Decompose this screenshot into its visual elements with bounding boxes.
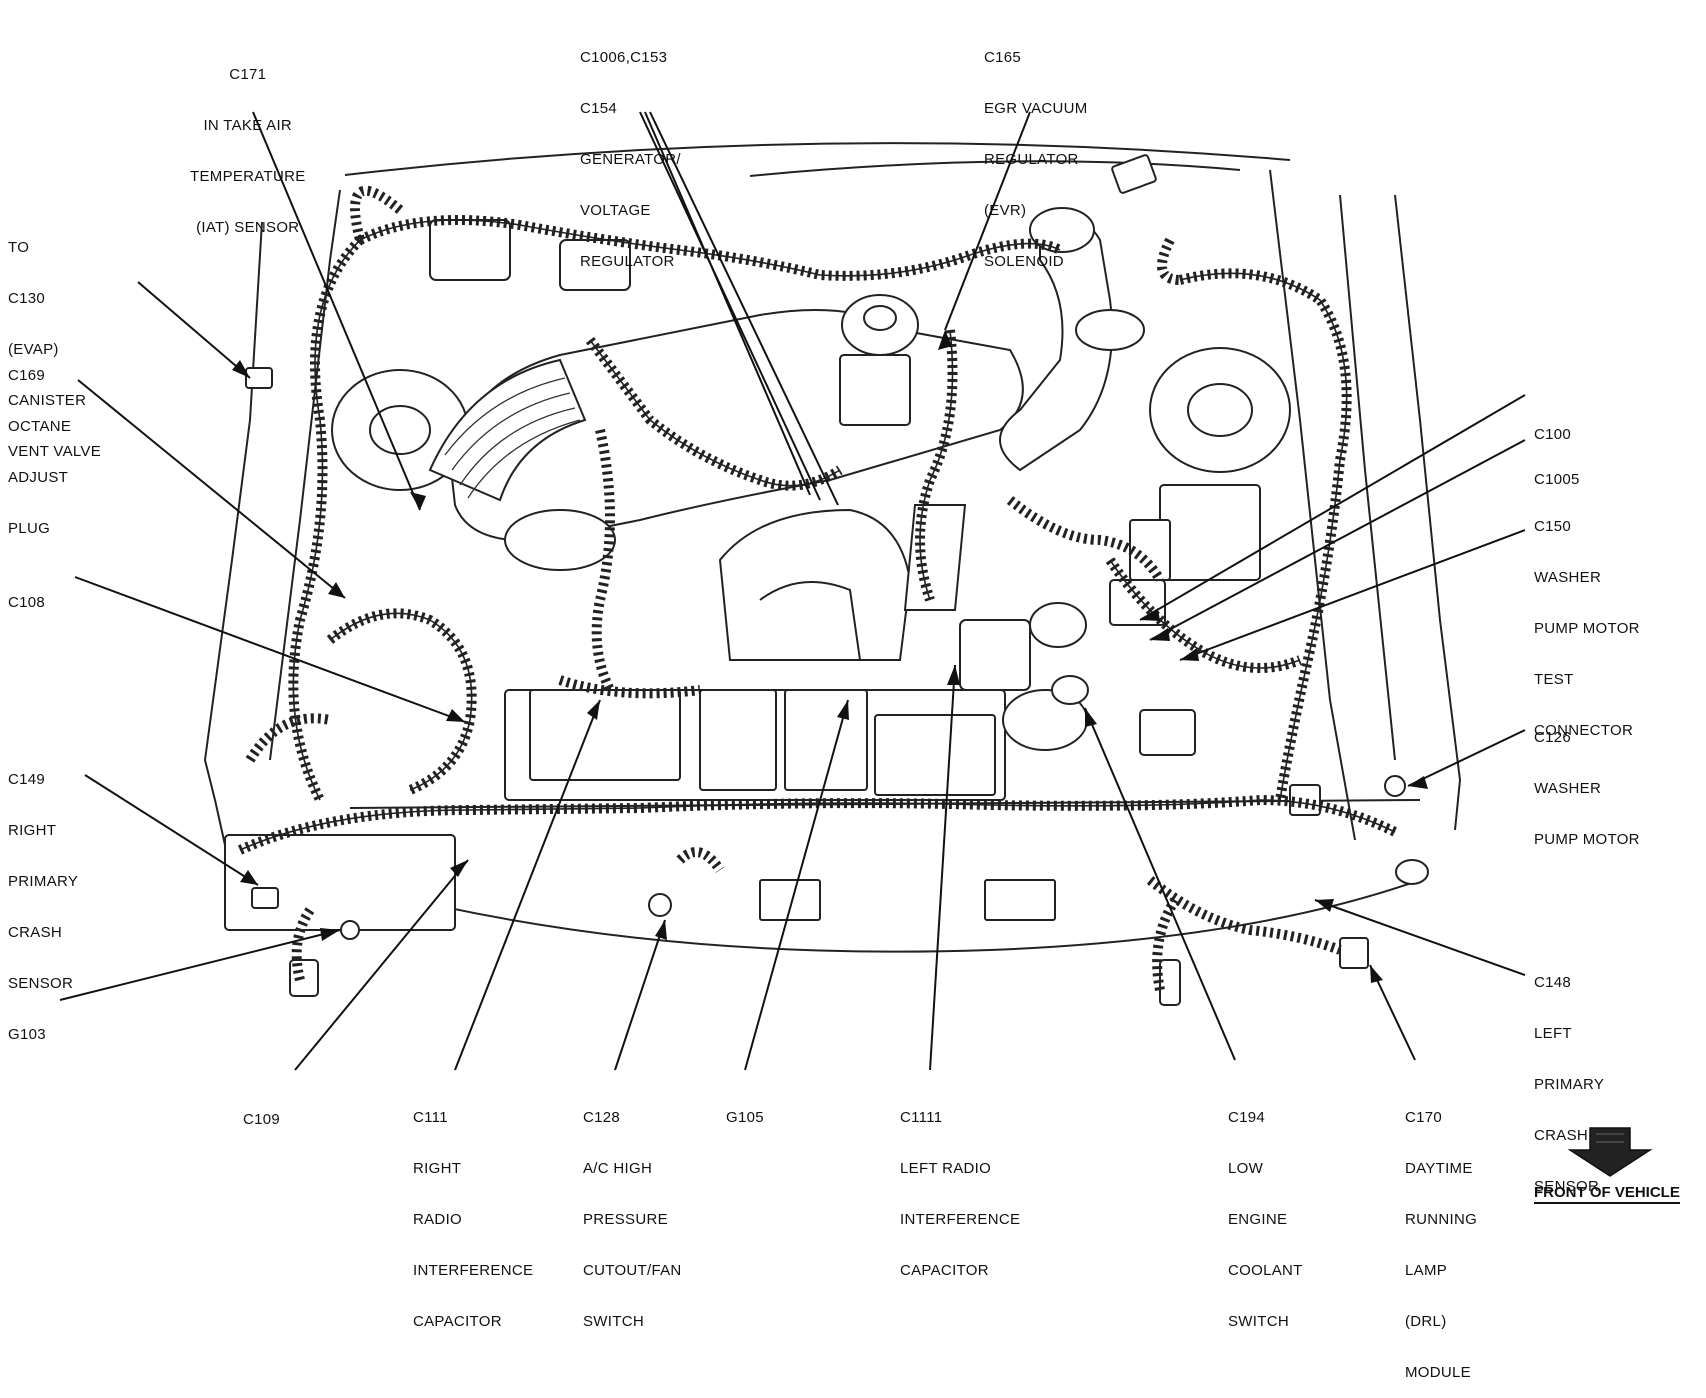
label-line: SENSOR	[1534, 1178, 1600, 1195]
label-line: SWITCH	[583, 1313, 644, 1330]
callout-g103: G103	[8, 992, 46, 1060]
label-line: CONNECTOR	[1534, 722, 1634, 739]
label-line: PRIMARY	[8, 873, 79, 890]
label-line: OCTANE	[8, 418, 72, 435]
label-line: TEST	[1534, 671, 1574, 688]
label-line: REGULATOR	[580, 253, 675, 270]
label-line: RIGHT	[8, 822, 57, 839]
label-line: RADIO	[413, 1211, 463, 1228]
label-line: RUNNING	[1405, 1211, 1478, 1228]
callout-c170-drl-module: C170 DAYTIME RUNNING LAMP (DRL) MODULE	[1405, 1075, 1477, 1398]
label-line: C149	[8, 771, 46, 788]
callout-c1006-generator-voltage-regulator: C1006,C153 C154 GENERATOR/ VOLTAGE REGUL…	[580, 15, 681, 287]
label-line: WASHER	[1534, 780, 1602, 797]
label-line: LAMP	[1405, 1262, 1448, 1279]
label-line: CRASH	[1534, 1127, 1589, 1144]
front-of-vehicle-label: FRONT OF VEHICLE	[1534, 1184, 1680, 1204]
label-line: TEMPERATURE	[190, 168, 306, 185]
callout-c148-left-primary-crash-sensor: C148 LEFT PRIMARY CRASH SENSOR	[1534, 940, 1604, 1212]
label-line: CANISTER	[8, 392, 87, 409]
label-line: COOLANT	[1228, 1262, 1303, 1279]
label-line: C109	[243, 1111, 281, 1128]
label-line: WASHER	[1534, 569, 1602, 586]
label-line: PUMP MOTOR	[1534, 831, 1640, 848]
callout-c150-washer-pump-motor-test-connector: C150 WASHER PUMP MOTOR TEST CONNECTOR	[1534, 484, 1640, 756]
callout-c171-iat-sensor: C171 IN TAKE AIR TEMPERATURE (IAT) SENSO…	[190, 32, 306, 253]
label-line: LOW	[1228, 1160, 1264, 1177]
leader-lines	[59, 111, 1526, 1071]
label-line: C169	[8, 367, 46, 384]
label-line: C108	[8, 594, 46, 611]
callout-c100: C100	[1534, 392, 1571, 460]
label-line: (IAT) SENSOR	[196, 219, 300, 236]
label-line: DAYTIME	[1405, 1160, 1473, 1177]
label-line: LEFT RADIO	[900, 1160, 992, 1177]
callout-g105: G105	[726, 1075, 764, 1143]
callout-c1005: C1005	[1534, 437, 1580, 505]
label-line: VENT VALVE	[8, 443, 102, 460]
label-line: PRESSURE	[583, 1211, 668, 1228]
label-line: C194	[1228, 1109, 1266, 1126]
label-line: C1005	[1534, 471, 1580, 488]
label-line: C171	[229, 66, 267, 83]
label-line: PRIMARY	[1534, 1076, 1605, 1093]
label-line: SOLENOID	[984, 253, 1064, 270]
label-line: G105	[726, 1109, 764, 1126]
label-line: (DRL)	[1405, 1313, 1447, 1330]
label-line: INTERFERENCE	[413, 1262, 534, 1279]
label-line: (EVR)	[984, 202, 1027, 219]
label-line: VOLTAGE	[580, 202, 651, 219]
label-line: C100	[1534, 426, 1572, 443]
callout-c108: C108	[8, 560, 45, 628]
label-line: C150	[1534, 518, 1572, 535]
label-line: CUTOUT/FAN	[583, 1262, 682, 1279]
label-line: LEFT	[1534, 1025, 1572, 1042]
label-line: C1006,C153	[580, 49, 668, 66]
label-line: C130	[8, 290, 46, 307]
engine-compartment-drawing	[203, 142, 1462, 1006]
callout-c165-egr-vacuum-regulator: C165 EGR VACUUM REGULATOR (EVR) SOLENOID	[984, 15, 1088, 287]
callout-c128-ac-high-pressure-cutout-fan-switch: C128 A/C HIGH PRESSURE CUTOUT/FAN SWITCH	[583, 1075, 682, 1347]
label-line: SENSOR	[8, 975, 74, 992]
label-line: EGR VACUUM	[984, 100, 1088, 117]
label-line: IN TAKE AIR	[203, 117, 293, 134]
callout-c111-right-radio-interference-capacitor: C111 RIGHT RADIO INTERFERENCE CAPACITOR	[413, 1075, 533, 1347]
label-line: (EVAP)	[8, 341, 59, 358]
label-line: C154	[580, 100, 618, 117]
label-line: INTERFERENCE	[900, 1211, 1021, 1228]
label-line: CAPACITOR	[413, 1313, 502, 1330]
label-line: C128	[583, 1109, 621, 1126]
label-line: ADJUST	[8, 469, 69, 486]
callout-c149-right-primary-crash-sensor: C149 RIGHT PRIMARY CRASH SENSOR	[8, 737, 78, 1009]
label-line: C111	[413, 1109, 448, 1126]
callout-c130-evap-canister-vent-valve: TO C130 (EVAP) CANISTER VENT VALVE	[8, 205, 101, 477]
label-line: SWITCH	[1228, 1313, 1289, 1330]
label-line: PLUG	[8, 520, 51, 537]
label-line: C148	[1534, 974, 1572, 991]
callout-c194-low-engine-coolant-switch: C194 LOW ENGINE COOLANT SWITCH	[1228, 1075, 1303, 1347]
label-line: RIGHT	[413, 1160, 462, 1177]
label-line: C126	[1534, 729, 1572, 746]
label-line: CRASH	[8, 924, 63, 941]
front-of-vehicle-arrow-icon	[1567, 1127, 1653, 1177]
callout-c126-washer-pump-motor: C126 WASHER PUMP MOTOR	[1534, 695, 1640, 865]
label-line: GENERATOR/	[580, 151, 681, 168]
label-line: A/C HIGH	[583, 1160, 653, 1177]
label-line: PUMP MOTOR	[1534, 620, 1640, 637]
label-line: C165	[984, 49, 1022, 66]
callout-c1111-left-radio-interference-capacitor: C1111 LEFT RADIO INTERFERENCE CAPACITOR	[900, 1075, 1020, 1296]
label-line: CAPACITOR	[900, 1262, 989, 1279]
label-line: REGULATOR	[984, 151, 1079, 168]
label-line: ENGINE	[1228, 1211, 1288, 1228]
callout-c109: C109	[243, 1077, 280, 1145]
engine-compartment-diagram	[59, 111, 1653, 1177]
label-line: C1111	[900, 1109, 943, 1126]
label-line: TO	[8, 239, 30, 256]
label-line: C170	[1405, 1109, 1443, 1126]
label-line: G103	[8, 1026, 46, 1043]
callout-c169-octane-adjust-plug: C169 OCTANE ADJUST PLUG	[8, 333, 71, 554]
label-line: MODULE	[1405, 1364, 1471, 1381]
